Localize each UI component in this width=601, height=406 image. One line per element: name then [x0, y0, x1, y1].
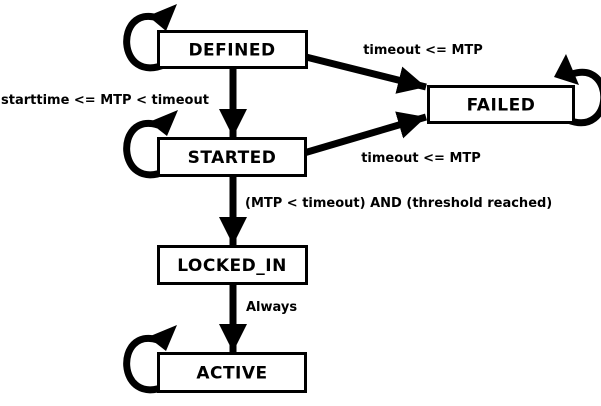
self-loop-defined-arc — [123, 12, 168, 72]
self-loop-started — [123, 110, 178, 179]
self-loop-active-arc — [123, 334, 168, 394]
state-box-active — [157, 352, 307, 393]
state-label-locked-in: LOCKED_IN — [177, 256, 287, 276]
self-loop-failed — [554, 54, 601, 126]
self-loop-active — [123, 325, 177, 394]
state-label-started: STARTED — [188, 148, 277, 168]
state-label-defined: DEFINED — [188, 41, 275, 61]
edge-started-to-failed — [303, 111, 427, 157]
self-loop-defined-arrowhead-icon — [148, 4, 177, 31]
edge-label-started-to-locked-in: (MTP < timeout) AND (threshold reached) — [245, 196, 552, 211]
edge-label-started-to-failed: timeout <= MTP — [361, 151, 481, 166]
state-box-locked-in — [157, 245, 308, 285]
self-loop-active-arrowhead-icon — [148, 325, 177, 351]
edge-label-defined-to-failed: timeout <= MTP — [363, 43, 483, 58]
self-loop-started-arc — [123, 119, 168, 179]
self-loop-failed-arrowhead-icon — [554, 54, 579, 85]
edge-defined-to-failed — [305, 53, 427, 94]
state-box-failed — [427, 85, 575, 124]
state-box-defined — [157, 30, 308, 69]
state-box-started — [157, 137, 307, 177]
state-label-failed: FAILED — [467, 96, 536, 116]
self-loop-failed-arc — [566, 68, 601, 126]
state-label-active: ACTIVE — [196, 364, 267, 384]
edge-label-locked-in-to-active: Always — [246, 300, 297, 315]
edge-label-defined-to-started: starttime <= MTP < timeout — [1, 93, 209, 108]
self-loop-started-arrowhead-icon — [149, 110, 178, 136]
self-loop-defined — [123, 4, 177, 72]
